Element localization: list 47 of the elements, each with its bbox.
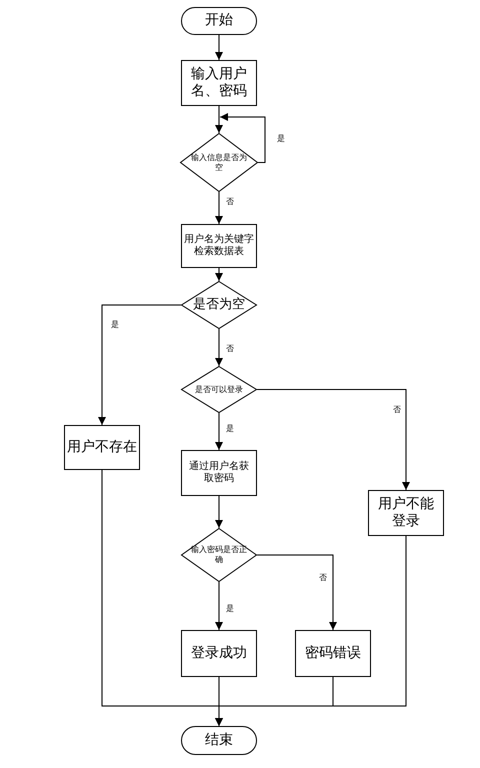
arrow bbox=[256, 389, 410, 490]
process-box bbox=[181, 224, 257, 268]
node-text: 用户名为关键字检索数据表 bbox=[184, 234, 254, 258]
arrow bbox=[215, 496, 223, 528]
edge-label: 是 bbox=[226, 605, 234, 613]
edge-label: 否 bbox=[319, 574, 327, 582]
node-text: 是否为空 bbox=[193, 296, 245, 314]
arrow bbox=[215, 676, 334, 726]
arrow bbox=[215, 582, 223, 630]
arrow bbox=[215, 106, 223, 134]
edge-label: 否 bbox=[226, 198, 234, 206]
arrow bbox=[98, 304, 182, 426]
terminal-box bbox=[181, 7, 257, 35]
process-box bbox=[64, 425, 140, 470]
node-text: 输入用户名、密码 bbox=[190, 66, 248, 100]
process-box bbox=[295, 630, 371, 677]
node-text: 登录成功 bbox=[191, 644, 247, 662]
decision-diamond bbox=[181, 366, 257, 413]
arrow bbox=[215, 328, 223, 366]
arrow bbox=[215, 412, 223, 450]
node-text: 开始 bbox=[205, 12, 233, 30]
process-box bbox=[368, 490, 444, 536]
edge-label: 否 bbox=[226, 345, 234, 353]
process-box bbox=[181, 60, 257, 106]
arrow bbox=[215, 192, 223, 224]
terminal-box bbox=[181, 726, 257, 755]
node-text: 密码错误 bbox=[305, 644, 361, 662]
arrow bbox=[215, 268, 223, 282]
arrow bbox=[256, 554, 337, 630]
node-text: 输入密码是否正确 bbox=[190, 545, 248, 565]
edge-label: 是 bbox=[226, 425, 234, 433]
arrow bbox=[215, 34, 223, 60]
arrow bbox=[220, 113, 266, 163]
decision-diamond bbox=[181, 281, 257, 329]
decision-diamond bbox=[181, 528, 257, 582]
node-text: 用户不存在 bbox=[67, 438, 137, 456]
process-box bbox=[181, 450, 257, 496]
node-text: 输入信息是否为空 bbox=[190, 152, 248, 172]
edge-label: 是 bbox=[111, 321, 119, 329]
decision-diamond bbox=[180, 133, 258, 192]
node-text: 是否可以登录 bbox=[195, 384, 243, 394]
edge-label: 否 bbox=[393, 406, 401, 414]
node-text: 结束 bbox=[205, 732, 233, 750]
node-text: 通过用户名获取密码 bbox=[188, 460, 250, 486]
process-box bbox=[181, 630, 257, 677]
edge-label: 是 bbox=[277, 135, 285, 143]
node-text: 用户不能登录 bbox=[377, 496, 435, 530]
